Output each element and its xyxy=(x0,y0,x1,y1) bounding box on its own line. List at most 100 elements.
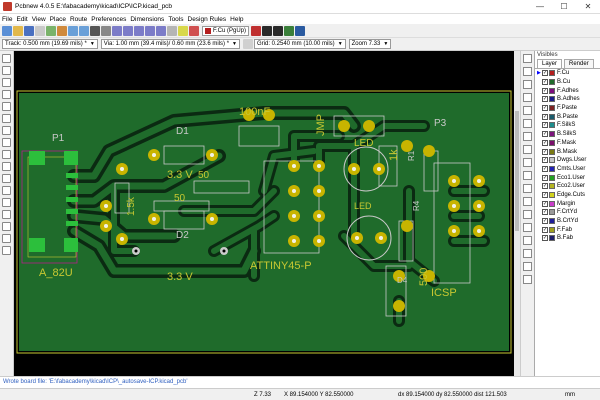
draw-circle-icon[interactable] xyxy=(523,171,532,180)
mode-track-icon[interactable] xyxy=(273,25,284,36)
page-settings-icon[interactable] xyxy=(35,25,45,36)
add-keepout-icon[interactable] xyxy=(523,145,532,154)
zoom-in-icon[interactable] xyxy=(112,25,122,36)
active-layer-select[interactable]: F.Cu (PgUp) xyxy=(202,25,250,36)
layer-color-swatch[interactable] xyxy=(549,191,555,198)
layer-visible-checkbox[interactable]: ✓ xyxy=(542,131,548,138)
menu-edit[interactable]: Edit xyxy=(16,15,28,23)
script-icon[interactable] xyxy=(295,25,306,36)
layer-color-swatch[interactable] xyxy=(549,113,555,120)
layer-color-swatch[interactable] xyxy=(549,200,555,207)
menu-view[interactable]: View xyxy=(31,15,46,23)
layer-row[interactable]: ✓F.Mask xyxy=(535,139,600,148)
mode-footprint-icon[interactable] xyxy=(262,25,273,36)
layer-visible-checkbox[interactable]: ✓ xyxy=(542,87,548,94)
layer-color-swatch[interactable] xyxy=(549,183,555,190)
layer-row[interactable]: ✓B.Fab xyxy=(535,234,600,243)
layer-color-swatch[interactable] xyxy=(549,218,555,225)
layer-row[interactable]: ✓Edge.Cuts xyxy=(535,191,600,200)
inches-icon[interactable] xyxy=(2,90,11,99)
layer-visible-checkbox[interactable]: ✓ xyxy=(542,96,548,103)
layer-row[interactable]: ✓F.Fab xyxy=(535,225,600,234)
measure-icon[interactable] xyxy=(523,275,532,284)
highlight-net-icon[interactable] xyxy=(523,67,532,76)
add-text-icon[interactable] xyxy=(523,197,532,206)
layer-color-swatch[interactable] xyxy=(549,96,555,103)
layer-row[interactable]: ✓B.Adhes xyxy=(535,95,600,104)
layer-color-swatch[interactable] xyxy=(549,235,555,242)
vertical-scrollbar[interactable] xyxy=(514,51,520,376)
layer-visible-checkbox[interactable]: ✓ xyxy=(542,191,548,198)
grid-select[interactable]: Grid: 0.2540 mm (10.00 mils)▼ xyxy=(253,39,346,49)
add-target-icon[interactable] xyxy=(523,223,532,232)
layer-row[interactable]: ✓F.Paste xyxy=(535,104,600,113)
layer-visible-checkbox[interactable]: ✓ xyxy=(542,183,548,190)
layer-color-swatch[interactable] xyxy=(549,105,555,112)
module-editor-icon[interactable] xyxy=(46,25,56,36)
layer-visible-checkbox[interactable]: ✓ xyxy=(542,209,548,216)
layer-color-swatch[interactable] xyxy=(549,226,555,233)
auto-delete-track-icon[interactable] xyxy=(2,150,11,159)
layer-color-swatch[interactable] xyxy=(549,174,555,181)
zoom-fit-icon[interactable] xyxy=(145,25,155,36)
pad-sketch-icon[interactable] xyxy=(2,186,11,195)
menu-dimensions[interactable]: Dimensions xyxy=(130,15,165,23)
layer-visible-checkbox[interactable]: ✓ xyxy=(542,226,548,233)
layer-color-swatch[interactable] xyxy=(549,148,555,155)
add-via-icon[interactable] xyxy=(523,119,532,128)
layer-visible-checkbox[interactable]: ✓ xyxy=(542,200,548,207)
menu-place[interactable]: Place xyxy=(49,15,66,23)
select-arrow-icon[interactable] xyxy=(523,54,532,63)
layer-pair-icon[interactable] xyxy=(251,25,262,36)
layer-visible-checkbox[interactable]: ✓ xyxy=(542,235,548,242)
layer-color-swatch[interactable] xyxy=(549,157,555,164)
layer-visible-checkbox[interactable]: ✓ xyxy=(542,70,548,77)
draw-line-icon[interactable] xyxy=(523,158,532,167)
layer-row[interactable]: ✓B.CrtYd xyxy=(535,217,600,226)
layer-row[interactable]: ✓B.Paste xyxy=(535,112,600,121)
plot-icon[interactable] xyxy=(101,25,111,36)
menu-tools[interactable]: Tools xyxy=(168,15,184,23)
zone-fill-icon[interactable] xyxy=(2,162,11,171)
layer-row[interactable]: ✓Eco1.User xyxy=(535,173,600,182)
layer-row[interactable]: ✓B.Cu xyxy=(535,78,600,87)
open-board-icon[interactable] xyxy=(13,25,23,36)
layer-color-swatch[interactable] xyxy=(549,87,555,94)
layer-color-swatch[interactable] xyxy=(549,79,555,86)
add-dimension-icon[interactable] xyxy=(523,210,532,219)
layer-color-swatch[interactable] xyxy=(549,139,555,146)
via-size-select[interactable]: Via: 1.00 mm (39.4 mils)/ 0.60 mm (23.6 … xyxy=(100,39,240,49)
layer-visible-checkbox[interactable]: ✓ xyxy=(542,218,548,225)
minimize-button[interactable]: — xyxy=(536,2,544,11)
drill-origin-icon[interactable] xyxy=(523,249,532,258)
layer-row[interactable]: ✓F.SilkS xyxy=(535,121,600,130)
layer-row[interactable]: ✓Eco2.User xyxy=(535,182,600,191)
ratsnest-icon[interactable] xyxy=(2,126,11,135)
module-ratsnest-icon[interactable] xyxy=(2,138,11,147)
draw-arc-icon[interactable] xyxy=(523,184,532,193)
layer-visible-checkbox[interactable]: ✓ xyxy=(542,139,548,146)
layer-visible-checkbox[interactable]: ✓ xyxy=(542,165,548,172)
tab-render[interactable]: Render xyxy=(564,59,594,68)
track-width-select[interactable]: Track: 0.500 mm (19.69 mils) *▼ xyxy=(2,39,98,49)
redo-icon[interactable] xyxy=(79,25,89,36)
menu-help[interactable]: Help xyxy=(230,15,244,23)
pcb-canvas[interactable]: P1 A_82U D1 D2 3.3 V 3.3 V 1.5k 50 50 10… xyxy=(14,51,514,376)
layer-visible-checkbox[interactable]: ✓ xyxy=(542,122,548,129)
tab-layer[interactable]: Layer xyxy=(537,59,563,68)
add-zone-icon[interactable] xyxy=(523,132,532,141)
drc-icon[interactable] xyxy=(189,25,199,36)
save-icon[interactable] xyxy=(24,25,34,36)
microwave-toolbar-icon[interactable] xyxy=(2,246,11,255)
autoroute-icon[interactable] xyxy=(284,25,295,36)
find-icon[interactable] xyxy=(167,25,177,36)
cursor-shape-icon[interactable] xyxy=(2,114,11,123)
zoom-select[interactable]: Zoom 7.33▼ xyxy=(348,39,392,49)
layer-color-swatch[interactable] xyxy=(549,165,555,172)
zoom-redraw-icon[interactable] xyxy=(134,25,144,36)
menu-design-rules[interactable]: Design Rules xyxy=(187,15,227,23)
layer-visible-checkbox[interactable]: ✓ xyxy=(542,105,548,112)
layer-row[interactable]: ✓F.Adhes xyxy=(535,86,600,95)
via-sketch-icon[interactable] xyxy=(2,198,11,207)
menu-file[interactable]: File xyxy=(2,15,13,23)
